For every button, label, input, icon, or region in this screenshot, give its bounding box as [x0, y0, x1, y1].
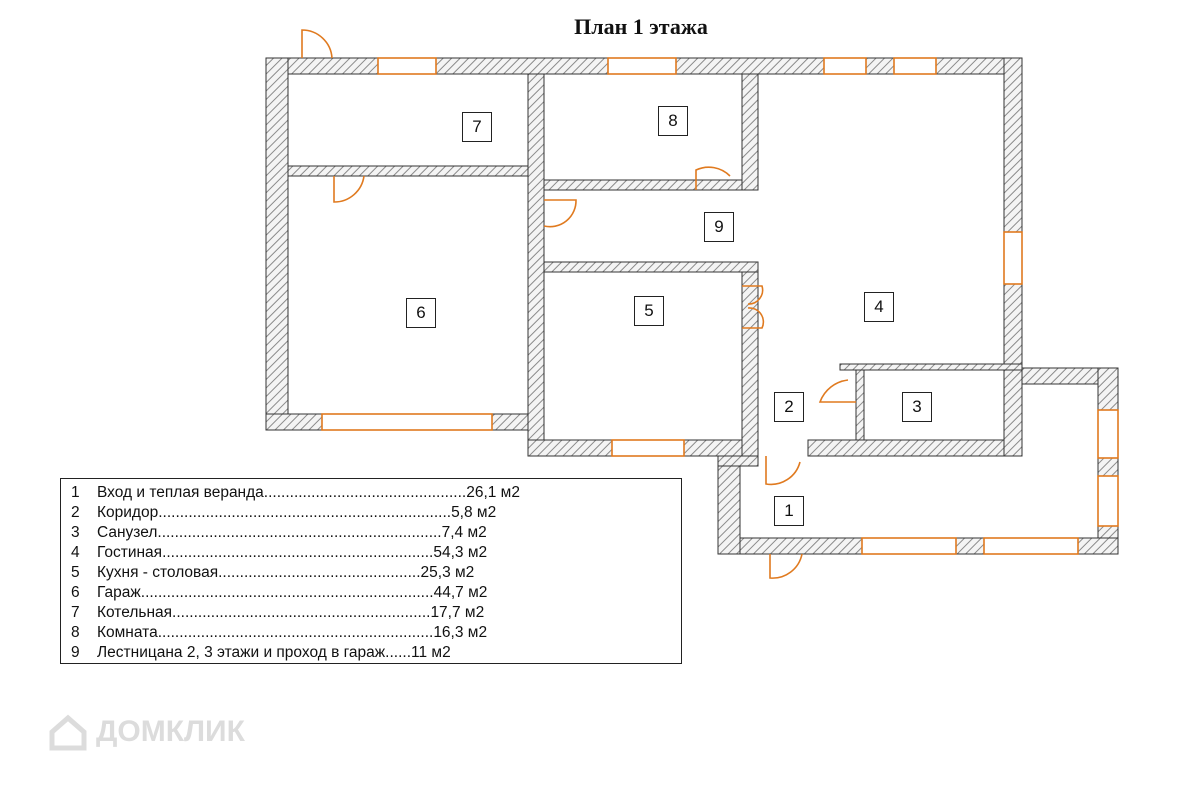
wall-veranda-top-left	[717, 455, 759, 467]
door-garage-boiler	[333, 175, 365, 203]
window-living-2	[893, 57, 937, 75]
room-label-2: 2	[774, 392, 804, 422]
house-logo-icon	[49, 714, 87, 751]
wall-right-main	[1003, 57, 1023, 369]
plan-title: План 1 этажа	[574, 14, 708, 39]
garage-gate	[321, 413, 493, 431]
room-label-3: 3	[902, 392, 932, 422]
room-label-8: 8	[658, 106, 688, 136]
door-boiler-exterior	[301, 29, 333, 59]
wall-left	[265, 57, 289, 431]
room-label-9: 9	[704, 212, 734, 242]
wall-kitchen-top	[543, 261, 759, 273]
door-kitchen-2	[742, 307, 765, 329]
domclick-watermark: ДОМКЛИК	[48, 712, 245, 752]
windows-doors	[301, 29, 1119, 579]
door-entrance	[769, 553, 803, 579]
window-veranda-right-2	[1097, 475, 1119, 527]
wall-room8-right	[741, 73, 759, 191]
room-label-6: 6	[406, 298, 436, 328]
wall-veranda-left	[717, 455, 741, 555]
room-label-7: 7	[462, 112, 492, 142]
window-veranda-right-1	[1097, 409, 1119, 459]
wall-bath-right	[1003, 369, 1023, 457]
wall-living-bottom	[839, 363, 1023, 371]
window-kitchen	[611, 439, 685, 457]
wall-room8-bottom	[543, 179, 759, 191]
window-veranda-bottom-1	[861, 537, 957, 555]
window-living-1	[823, 57, 867, 75]
room-label-5: 5	[634, 296, 664, 326]
wall-room7-bottom	[287, 165, 529, 177]
wall-bath-bottom	[807, 439, 1023, 457]
room-label-4: 4	[864, 292, 894, 322]
door-corridor-veranda	[765, 456, 801, 486]
window-room8	[607, 57, 677, 75]
window-room7	[377, 57, 437, 75]
room-label-1: 1	[774, 496, 804, 526]
door-room8	[695, 166, 731, 190]
watermark-text: ДОМКЛИК	[96, 715, 245, 748]
window-living-right	[1003, 231, 1023, 285]
door-bath	[818, 379, 856, 403]
door-garage-stair	[543, 199, 577, 228]
wall-kitchen-right	[741, 261, 759, 457]
door-kitchen-1	[742, 285, 764, 305]
wall-bath-left	[855, 369, 865, 441]
window-veranda-bottom-2	[983, 537, 1079, 555]
wall-garage-kitchen	[527, 73, 545, 457]
